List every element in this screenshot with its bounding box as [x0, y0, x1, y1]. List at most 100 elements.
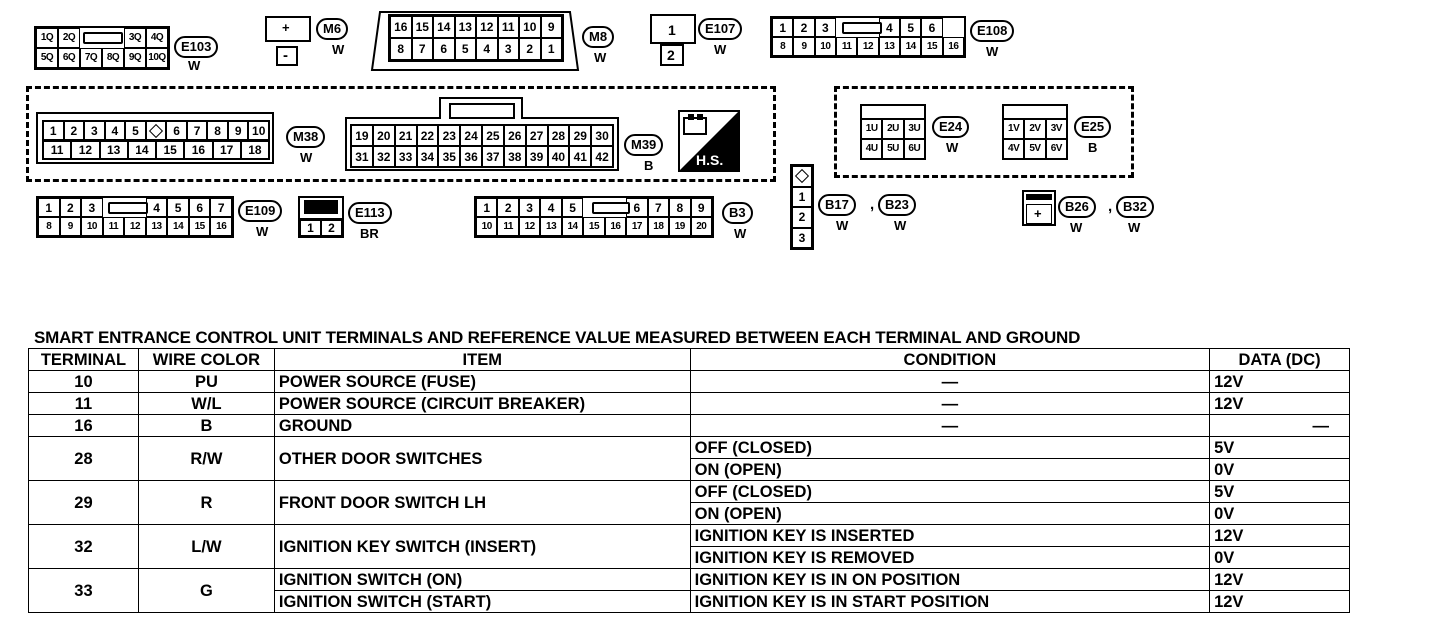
- data-cell: 12V: [1209, 590, 1350, 613]
- pin: 4: [145, 198, 168, 217]
- connector-id-label: E108: [970, 20, 1015, 42]
- pin: 8: [772, 37, 794, 56]
- pin: 7: [186, 121, 208, 140]
- lock-icon: [592, 202, 630, 214]
- table-row: ON (OPEN) 0V: [29, 458, 1350, 481]
- condition-cell: OFF (CLOSED): [689, 480, 1211, 503]
- pin: 5: [454, 38, 476, 60]
- pin: 1: [38, 198, 60, 217]
- pin: 4U: [861, 139, 883, 159]
- pin: 12: [476, 16, 498, 38]
- pin: 19: [669, 217, 691, 236]
- diamond-icon: [792, 166, 812, 187]
- terminal-cell: 32: [28, 524, 139, 569]
- connector-id-label: B32: [1116, 196, 1154, 218]
- pin: 25: [482, 125, 504, 146]
- pin: 40: [547, 146, 570, 167]
- pin: 10: [476, 217, 498, 236]
- data-cell: 0V: [1209, 502, 1350, 525]
- pin: 5: [561, 198, 584, 217]
- pin: 2: [321, 220, 342, 236]
- header-item: ITEM: [273, 348, 691, 371]
- condition-cell: ON (OPEN): [689, 458, 1211, 481]
- table-row: 10 PU POWER SOURCE (FUSE) — 12V: [28, 370, 1350, 393]
- wire-color-label: W: [300, 150, 313, 165]
- pin: 11: [497, 16, 519, 38]
- connector-id-label: E113: [348, 202, 392, 224]
- pin: 3: [792, 227, 812, 248]
- plus-pin: +: [1034, 206, 1042, 221]
- pin: 18: [240, 141, 269, 159]
- pin: 4: [540, 198, 562, 217]
- connector-id-label: M6: [316, 18, 349, 40]
- pin: 2: [793, 18, 815, 37]
- pin: 6: [921, 18, 943, 37]
- pin: 9: [59, 217, 82, 236]
- pin: 6U: [903, 139, 925, 159]
- pin: 23: [438, 125, 461, 146]
- terminal-cell: 28: [28, 436, 139, 481]
- pin: 13: [454, 16, 476, 38]
- condition-cell: OFF (CLOSED): [689, 436, 1211, 459]
- pin: 7Q: [80, 48, 102, 68]
- pin: 12: [124, 217, 146, 236]
- pin: 3: [814, 18, 836, 37]
- pin: 16: [604, 217, 627, 236]
- table-row: 33 G IGNITION SWITCH (ON) IGNITION KEY I…: [28, 568, 1350, 613]
- wire-color-cell: W/L: [137, 392, 275, 415]
- pin: 1V: [1003, 119, 1025, 139]
- connector-id-label: E24: [932, 116, 970, 138]
- pin: 37: [482, 146, 504, 167]
- pin: 29: [569, 125, 592, 146]
- pin: 11: [102, 217, 125, 236]
- wire-color-label: W: [1128, 220, 1141, 235]
- condition-cell: ON (OPEN): [689, 502, 1211, 525]
- pin: 2: [497, 198, 519, 217]
- header-data: DATA (DC): [1209, 348, 1350, 371]
- table-title: SMART ENTRANCE CONTROL UNIT TERMINALS AN…: [34, 328, 1081, 347]
- pin: 3: [518, 198, 541, 217]
- pin: 42: [591, 146, 613, 167]
- item-cell: OTHER DOOR SWITCHES: [273, 436, 691, 481]
- pin: 10: [519, 16, 541, 38]
- pin: 7: [647, 198, 670, 217]
- data-cell: 12V: [1209, 392, 1350, 415]
- table-row: 29 R FRONT DOOR SWITCH LH OFF (CLOSED) 5…: [28, 480, 1350, 525]
- pin: 9: [540, 16, 562, 38]
- pin: 7: [411, 38, 433, 60]
- connector-id-label: E103: [174, 36, 219, 58]
- pin: 7: [210, 198, 232, 217]
- pin: 1: [772, 18, 794, 37]
- terminal-cell: 10: [28, 370, 139, 393]
- pin: 14: [167, 217, 189, 236]
- condition-cell: IGNITION KEY IS IN START POSITION: [689, 590, 1211, 613]
- terminal-cell: 16: [28, 414, 139, 437]
- pin: 32: [372, 146, 395, 167]
- pin: 1: [540, 38, 562, 60]
- pin: 3Q: [124, 28, 146, 48]
- pin: 15: [583, 217, 605, 236]
- harness-group-outline: [26, 86, 776, 182]
- pin: 8: [38, 217, 60, 236]
- wire-color-cell: B: [137, 414, 275, 437]
- pin: 5Q: [36, 48, 58, 68]
- pin: 2: [63, 121, 85, 140]
- pin: 17: [212, 141, 241, 159]
- harness-connector-icon: [678, 110, 740, 172]
- wire-color-cell: G: [137, 568, 275, 613]
- pin: 36: [460, 146, 482, 167]
- pin: 9Q: [124, 48, 146, 68]
- data-cell: 12V: [1209, 568, 1350, 591]
- lock-icon: [83, 32, 123, 44]
- pin: 1Q: [36, 28, 58, 48]
- connector-id-label: E109: [238, 200, 283, 222]
- diamond-icon: [145, 121, 167, 140]
- pin: 38: [503, 146, 526, 167]
- pin: 10: [814, 37, 836, 56]
- item-cell: POWER SOURCE (CIRCUIT BREAKER): [273, 392, 691, 415]
- minus-pin: -: [283, 47, 288, 64]
- pin: 14: [433, 16, 455, 38]
- pin: 41: [569, 146, 592, 167]
- pin: 4: [104, 121, 126, 140]
- pin: 2V: [1024, 119, 1046, 139]
